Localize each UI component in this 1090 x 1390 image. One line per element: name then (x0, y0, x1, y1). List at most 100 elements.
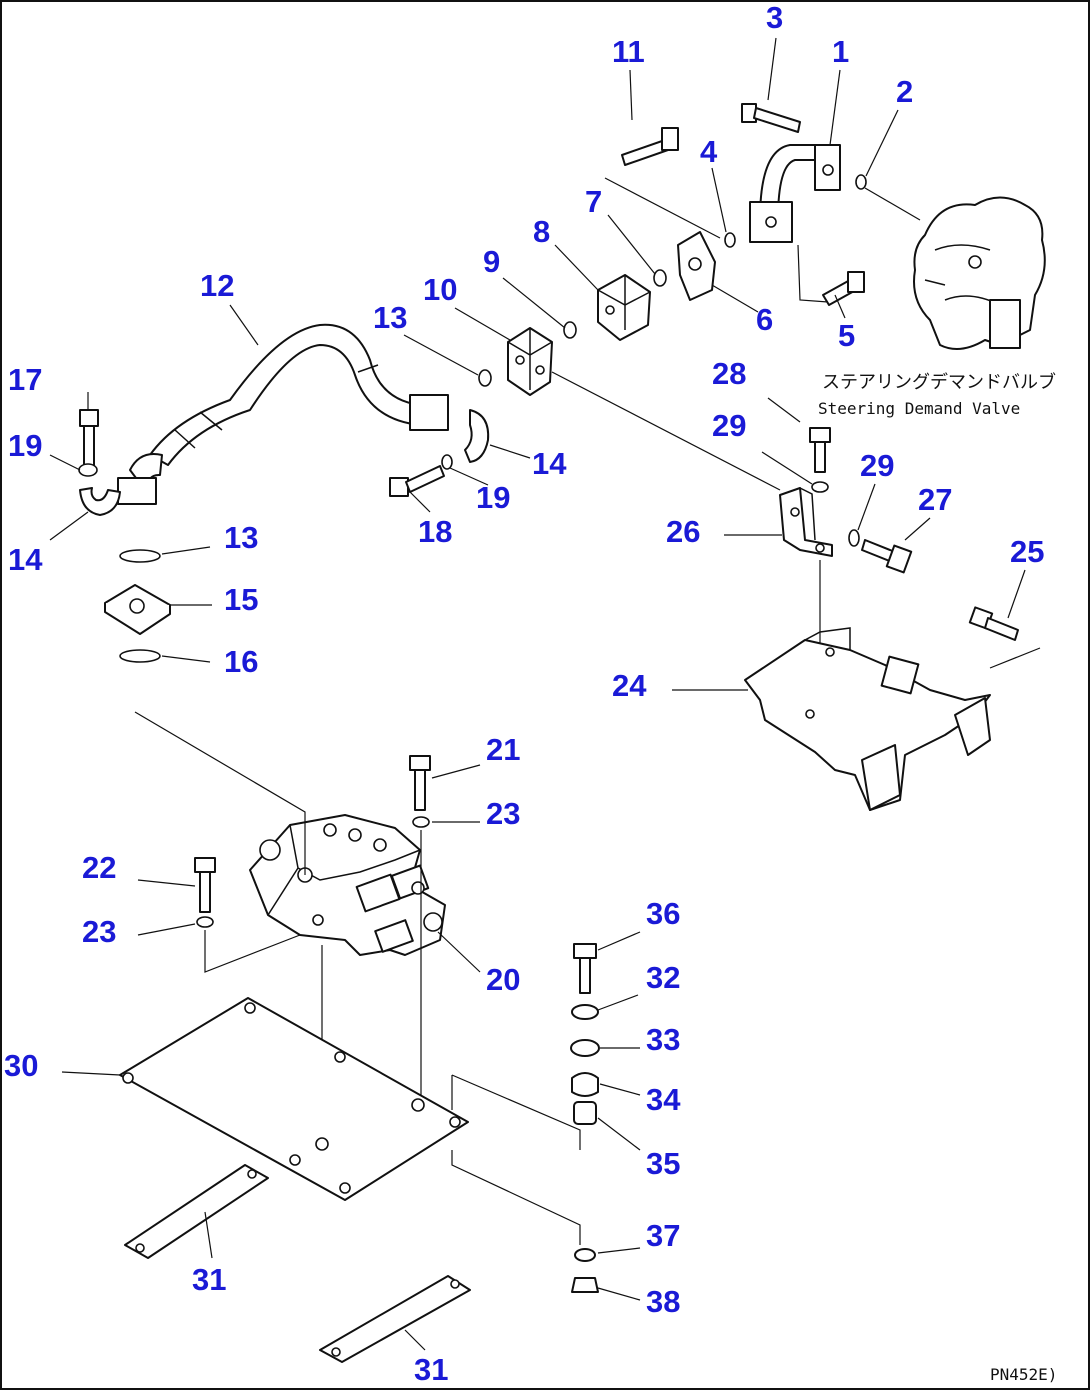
leader-13-lower (161, 546, 211, 555)
washer-part-29-lower (848, 529, 860, 547)
callout-15: 15 (224, 582, 258, 617)
leader-31-lower (404, 1329, 426, 1351)
drawing-code: PN452E) (990, 1365, 1057, 1384)
component-label-en: Steering Demand Valve (818, 399, 1020, 418)
assembly-line (989, 647, 1041, 669)
component-label-jp: ステアリングデマンドバルブ (822, 371, 1056, 393)
hose-part-12 (117, 323, 449, 505)
callout-28: 28 (712, 356, 746, 391)
callout-33: 33 (646, 1022, 680, 1057)
nut-part-38 (571, 1277, 599, 1293)
spring-washer-part-33 (570, 1039, 600, 1057)
plate-part-15 (104, 584, 171, 635)
callout-25: 25 (1010, 534, 1044, 569)
leader-29-upper (761, 451, 813, 485)
leader-14-lower (49, 511, 89, 541)
assembly-line (451, 1150, 581, 1245)
assembly-line (797, 244, 829, 303)
leader-19-left (49, 454, 81, 471)
callout-23-lower: 23 (82, 914, 116, 949)
leader-16 (161, 655, 211, 663)
callout-19-left: 19 (8, 428, 42, 463)
callout-38: 38 (646, 1284, 680, 1319)
callout-12: 12 (200, 268, 234, 303)
leader-3 (767, 37, 777, 101)
leader-8 (554, 244, 599, 291)
assembly-line (864, 187, 921, 221)
spacer-part-35 (573, 1101, 597, 1125)
callout-30: 30 (4, 1048, 38, 1083)
o-ring-part-13-upper (478, 369, 492, 387)
callout-31-upper: 31 (192, 1262, 226, 1297)
callout-9: 9 (483, 244, 500, 279)
washer-part-32 (571, 1004, 599, 1020)
washer-part-37 (574, 1248, 596, 1262)
callout-4: 4 (700, 134, 718, 169)
o-ring-part-13-lower (119, 549, 161, 563)
callout-23-upper: 23 (486, 796, 520, 831)
adapter-block-part-8 (597, 274, 651, 341)
callout-29-lower: 29 (860, 448, 894, 483)
leader-23-lower (137, 923, 196, 936)
strap-part-31-lower (319, 1275, 471, 1363)
bolt-part-21 (409, 755, 431, 811)
cushion-part-34 (571, 1072, 599, 1097)
bolt-part-17 (79, 409, 99, 467)
leader-5 (834, 294, 846, 319)
callout-13-upper: 13 (373, 300, 407, 335)
washer-part-19-left (78, 463, 98, 477)
leader-25 (1007, 569, 1026, 619)
leader-22 (137, 879, 196, 887)
callout-1: 1 (832, 34, 849, 69)
leader-32 (597, 994, 639, 1011)
o-ring-part-7 (653, 269, 667, 287)
callout-14-lower: 14 (8, 542, 43, 577)
leader-2 (865, 109, 899, 177)
control-valve-part-20 (249, 814, 446, 956)
callout-3: 3 (766, 0, 783, 35)
assembly-line (551, 371, 781, 491)
leader-11 (629, 69, 633, 121)
flange-part-6 (677, 231, 716, 301)
callout-26: 26 (666, 514, 700, 549)
bolt-part-3 (741, 103, 801, 133)
leader-1 (829, 69, 841, 146)
leader-14-upper (489, 444, 531, 459)
leader-29-lower (857, 483, 876, 531)
callout-5: 5 (838, 318, 855, 353)
callout-31-lower: 31 (414, 1352, 448, 1387)
washer-part-23-upper (412, 816, 430, 828)
leader-10 (454, 307, 511, 341)
leader-36 (597, 931, 641, 951)
leader-4 (711, 167, 727, 233)
steering-demand-valve (913, 196, 1046, 350)
leader-19-right (449, 467, 489, 486)
callout-22: 22 (82, 850, 116, 885)
bolt-part-22 (194, 857, 216, 913)
callout-27: 27 (918, 482, 952, 517)
leader-30 (61, 1071, 121, 1076)
callout-6: 6 (756, 302, 773, 337)
callout-20: 20 (486, 962, 520, 997)
callout-32: 32 (646, 960, 680, 995)
callout-35: 35 (646, 1146, 680, 1181)
assembly-line (451, 1074, 581, 1150)
mounting-bracket-part-24 (744, 627, 991, 811)
leader-27 (904, 517, 931, 541)
split-flange-part-14-upper (464, 409, 490, 463)
o-ring-part-2 (855, 174, 867, 190)
callout-37: 37 (646, 1218, 680, 1253)
bolt-part-18 (389, 465, 445, 497)
bolt-part-25 (968, 606, 1019, 641)
bolt-part-28 (809, 427, 831, 473)
leader-35 (597, 1117, 641, 1151)
assembly-line (134, 711, 306, 875)
callout-14-upper: 14 (532, 446, 567, 481)
leader-18 (407, 489, 431, 513)
leader-34 (599, 1083, 641, 1096)
leader-7 (607, 214, 656, 275)
leader-9 (502, 277, 566, 329)
